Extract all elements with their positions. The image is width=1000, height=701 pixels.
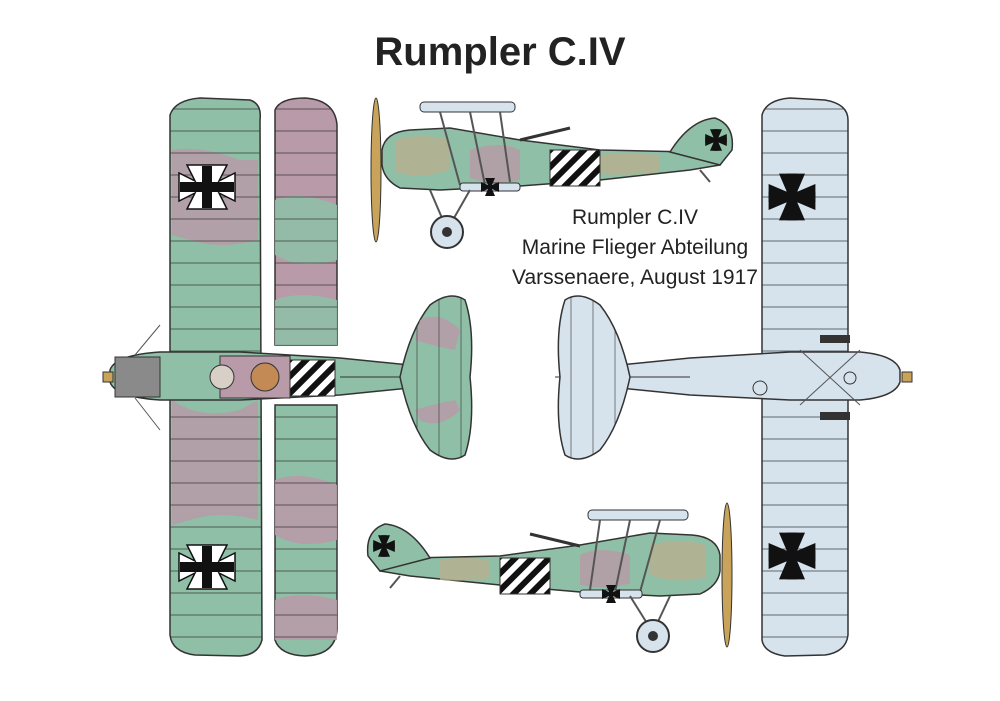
side-upper-wing-top <box>419 101 516 113</box>
top-fuselage-stripes <box>289 359 336 397</box>
side-propeller-top <box>370 97 382 243</box>
top-engine <box>114 356 161 398</box>
side-view-left <box>370 97 734 249</box>
caption-location-date: Varssenaere, August 1917 <box>512 266 758 289</box>
top-view <box>102 97 473 657</box>
side-view-right <box>366 502 733 653</box>
caption-block: Rumpler C.IV Marine Flieger Abteilung Va… <box>470 203 800 293</box>
side-upper-wing-bottom <box>587 509 689 521</box>
side-gun-top <box>519 126 571 142</box>
bottom-fuselage <box>589 351 901 401</box>
bottom-view <box>555 97 913 657</box>
drawing-title: Rumpler C.IV <box>374 30 626 74</box>
side-stripes-bottom <box>499 557 551 595</box>
side-gun-bottom <box>529 532 581 548</box>
side-propeller-bottom <box>721 502 733 648</box>
caption-unit: Marine Flieger Abteilung <box>521 236 749 259</box>
caption-aircraft: Rumpler C.IV <box>571 206 699 229</box>
side-stripes-top <box>549 149 601 187</box>
